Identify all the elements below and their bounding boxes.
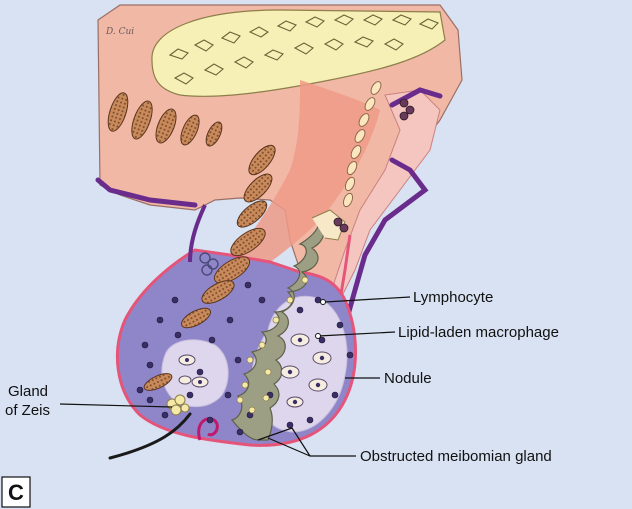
artist-signature: D. Cui	[105, 27, 134, 37]
label-lipid-laden-macrophage: Lipid-laden macrophage	[398, 324, 559, 341]
label-gland-of-zeis-line2: of Zeis	[5, 402, 50, 419]
label-gland-of-zeis-line1: Gland	[8, 383, 48, 400]
nodule-left	[162, 340, 228, 407]
label-obstructed-meibomian-gland: Obstructed meibomian gland	[360, 448, 552, 465]
label-nodule: Nodule	[384, 370, 432, 387]
label-lymphocyte: Lymphocyte	[413, 289, 493, 306]
panel-letter: C	[8, 480, 24, 505]
